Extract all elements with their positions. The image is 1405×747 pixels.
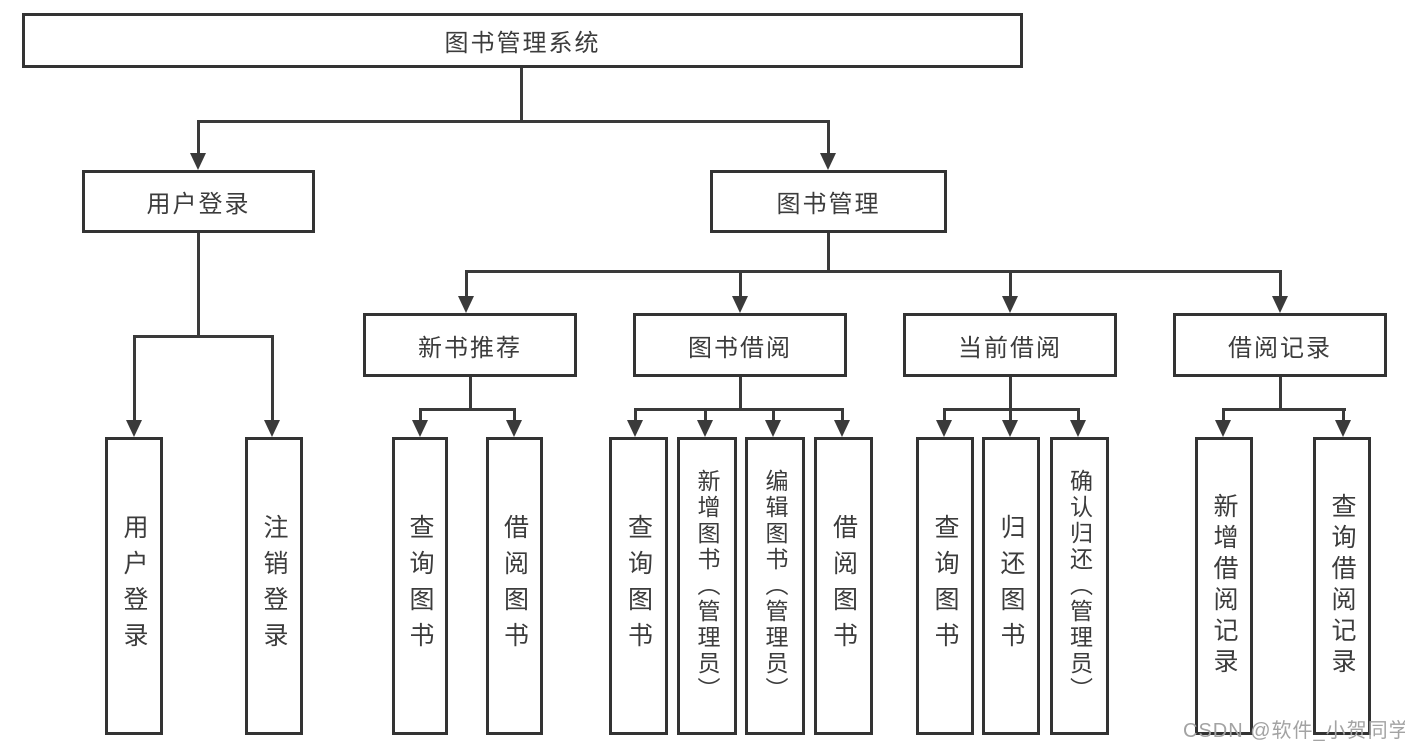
edge-to-leaf-logout xyxy=(271,335,274,423)
leaf-label: 查询图书 xyxy=(624,514,653,658)
arrowhead-borrow-books-2 xyxy=(834,420,850,437)
edge-book-management-bar xyxy=(465,270,1282,273)
arrowhead-borrow-books-1 xyxy=(506,420,522,437)
leaf-label: 查询借阅记录 xyxy=(1328,493,1356,679)
arrowhead-return-book xyxy=(1002,420,1018,437)
leaf-query-books-borrow: 查询图书 xyxy=(609,437,668,735)
arrowhead-edit-book xyxy=(765,420,781,437)
node-user-login: 用户登录 xyxy=(82,170,315,233)
leaf-label: 归还图书 xyxy=(997,514,1025,658)
edge-borrow-records-bar xyxy=(1222,408,1346,411)
edge-to-current-borrow xyxy=(1009,270,1012,299)
edge-new-book-recommend-bar xyxy=(419,408,516,411)
leaf-label: 用户登录 xyxy=(120,514,148,658)
edge-to-add-book xyxy=(704,408,707,423)
arrowhead-leaf-user-login xyxy=(126,420,142,437)
node-label: 新书推荐 xyxy=(418,334,522,362)
edge-book-borrow-drop xyxy=(739,377,742,411)
arrowhead-user-login xyxy=(190,153,206,170)
edge-to-query-borrow-record xyxy=(1342,408,1345,423)
arrowhead-book-borrow xyxy=(732,296,748,313)
edge-to-add-borrow-record xyxy=(1222,408,1225,423)
node-current-borrow: 当前借阅 xyxy=(903,313,1117,377)
leaf-borrow-books-recommend: 借阅图书 xyxy=(486,437,543,735)
arrowhead-add-book xyxy=(697,420,713,437)
edge-to-leaf-user-login xyxy=(133,335,136,423)
leaf-label: 查询图书 xyxy=(931,514,959,658)
leaf-logout: 注销登录 xyxy=(245,437,303,735)
leaf-query-borrow-record: 查询借阅记录 xyxy=(1313,437,1371,735)
edge-to-borrow-books-2 xyxy=(841,408,844,423)
arrowhead-query-borrow-record xyxy=(1335,420,1351,437)
leaf-edit-book-admin: 编辑图书（管理员） xyxy=(745,437,805,735)
edge-to-edit-book xyxy=(772,408,775,423)
node-new-book-recommend: 新书推荐 xyxy=(363,313,577,377)
edge-to-confirm-return xyxy=(1077,408,1080,423)
node-label: 当前借阅 xyxy=(958,334,1062,362)
edge-to-user-login xyxy=(197,120,200,156)
arrowhead-book-management xyxy=(820,153,836,170)
edge-book-borrow-bar xyxy=(634,408,843,411)
edge-to-query-books-3 xyxy=(943,408,946,423)
leaf-label: 新增图书（管理员） xyxy=(694,469,720,703)
leaf-label: 新增借阅记录 xyxy=(1210,493,1238,679)
node-label: 用户登录 xyxy=(146,191,251,218)
arrowhead-confirm-return xyxy=(1070,420,1086,437)
node-label: 图书管理 xyxy=(776,191,881,218)
leaf-borrow-books-borrow: 借阅图书 xyxy=(814,437,873,735)
leaf-label: 查询图书 xyxy=(406,514,434,658)
node-library-management-system: 图书管理系统 xyxy=(22,13,1023,68)
leaf-user-login: 用户登录 xyxy=(105,437,163,735)
edge-new-book-recommend-drop xyxy=(469,377,472,411)
edge-to-borrow-records xyxy=(1279,270,1282,299)
arrowhead-query-books-3 xyxy=(936,420,952,437)
arrowhead-add-borrow-record xyxy=(1215,420,1231,437)
arrowhead-leaf-logout xyxy=(264,420,280,437)
arrowhead-borrow-records xyxy=(1272,296,1288,313)
edge-to-query-books-1 xyxy=(419,408,422,423)
edge-to-return-book xyxy=(1009,408,1012,423)
node-borrow-records: 借阅记录 xyxy=(1173,313,1387,377)
edge-current-borrow-drop xyxy=(1009,377,1012,411)
arrowhead-query-books-2 xyxy=(627,420,643,437)
edge-user-login-bar xyxy=(133,335,274,338)
arrowhead-new-book-recommend xyxy=(458,296,474,313)
leaf-label: 借阅图书 xyxy=(500,514,529,658)
leaf-label: 借阅图书 xyxy=(829,514,858,658)
arrowhead-current-borrow xyxy=(1002,296,1018,313)
leaf-confirm-return-admin: 确认归还（管理员） xyxy=(1050,437,1109,735)
leaf-label: 注销登录 xyxy=(260,514,288,658)
node-label: 图书管理系统 xyxy=(444,30,601,57)
leaf-label: 确认归还（管理员） xyxy=(1066,469,1093,703)
node-book-borrow: 图书借阅 xyxy=(633,313,847,377)
node-book-management: 图书管理 xyxy=(710,170,947,233)
arrowhead-query-books-1 xyxy=(412,420,428,437)
edge-to-new-book-recommend xyxy=(465,270,468,299)
edge-borrow-records-drop xyxy=(1279,377,1282,411)
edge-root-drop xyxy=(520,68,523,121)
edge-to-borrow-books-1 xyxy=(513,408,516,423)
edge-to-query-books-2 xyxy=(634,408,637,423)
leaf-label: 编辑图书（管理员） xyxy=(762,469,788,703)
node-label: 图书借阅 xyxy=(688,334,792,362)
node-label: 借阅记录 xyxy=(1228,334,1332,362)
edge-book-management-drop xyxy=(827,233,830,273)
leaf-add-book-admin: 新增图书（管理员） xyxy=(677,437,737,735)
edge-to-book-borrow xyxy=(739,270,742,299)
edge-root-bar xyxy=(197,120,830,123)
leaf-return-book: 归还图书 xyxy=(982,437,1040,735)
edge-user-login-drop xyxy=(197,233,200,337)
leaf-add-borrow-record: 新增借阅记录 xyxy=(1195,437,1253,735)
csdn-watermark: CSDN @软件_小贺同学 xyxy=(1183,720,1405,742)
edge-to-book-management xyxy=(827,120,830,156)
leaf-query-books-recommend: 查询图书 xyxy=(392,437,448,735)
leaf-query-books-current: 查询图书 xyxy=(916,437,974,735)
